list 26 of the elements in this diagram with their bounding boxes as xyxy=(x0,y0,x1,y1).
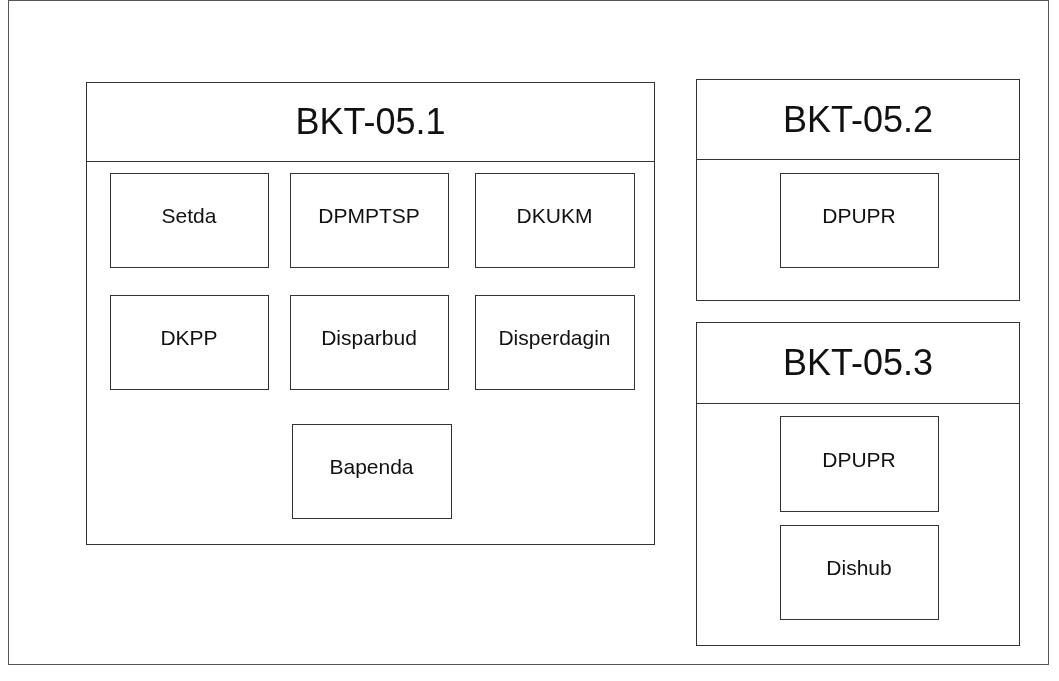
group-title: BKT-05.3 xyxy=(782,342,934,384)
group-title: BKT-05.1 xyxy=(295,101,446,143)
unit-label: Dishub xyxy=(826,556,892,580)
unit-box xyxy=(474,172,635,268)
unit-label: DPMPTSP xyxy=(318,204,420,228)
unit-box xyxy=(289,294,449,390)
unit-box xyxy=(474,294,635,390)
unit-box xyxy=(779,415,939,512)
unit-label: DKPP xyxy=(160,326,218,350)
unit-box xyxy=(109,294,269,390)
unit-label: DPUPR xyxy=(822,204,896,228)
unit-label: Setda xyxy=(161,204,217,228)
unit-box xyxy=(109,172,269,268)
group-panel xyxy=(86,82,655,545)
unit-box xyxy=(779,524,939,620)
unit-label: Disperdagin xyxy=(498,326,611,350)
unit-box xyxy=(289,172,449,268)
group-panel xyxy=(696,322,1020,646)
unit-label: Bapenda xyxy=(329,455,414,479)
unit-label: DKUKM xyxy=(516,204,593,228)
group-title: BKT-05.2 xyxy=(782,98,934,141)
unit-box xyxy=(779,172,939,268)
unit-box xyxy=(291,423,452,519)
unit-label: Disparbud xyxy=(321,326,417,350)
group-panel xyxy=(696,79,1020,301)
unit-label: DPUPR xyxy=(822,447,896,472)
